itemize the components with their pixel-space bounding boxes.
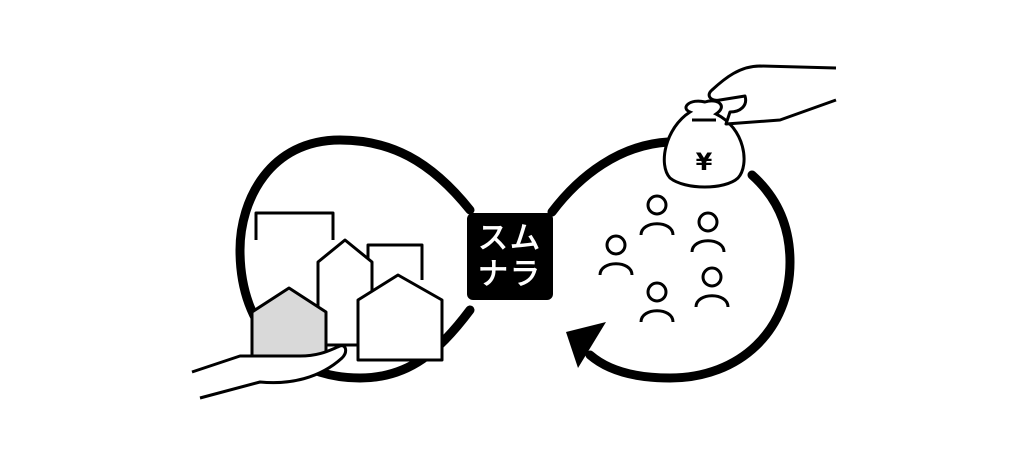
logo-line-1: スム (478, 220, 542, 256)
person-icon (639, 281, 675, 323)
left-loop (235, 135, 475, 383)
houses-icon (250, 211, 444, 362)
logo-line-2: ナラ (478, 256, 542, 292)
paying-hand-icon (707, 64, 837, 126)
person-icon (598, 234, 634, 276)
sumunara-logo: スム ナラ (467, 213, 553, 300)
money-bag-icon (662, 99, 746, 189)
people-group-icon (598, 194, 730, 323)
right-loop (547, 137, 795, 383)
person-icon (694, 266, 730, 308)
cycle-arrow-icon (566, 322, 606, 368)
person-icon (639, 194, 675, 236)
yen-symbol: ¥ (696, 148, 713, 176)
giving-hand-icon (191, 344, 348, 400)
person-icon (690, 211, 726, 253)
